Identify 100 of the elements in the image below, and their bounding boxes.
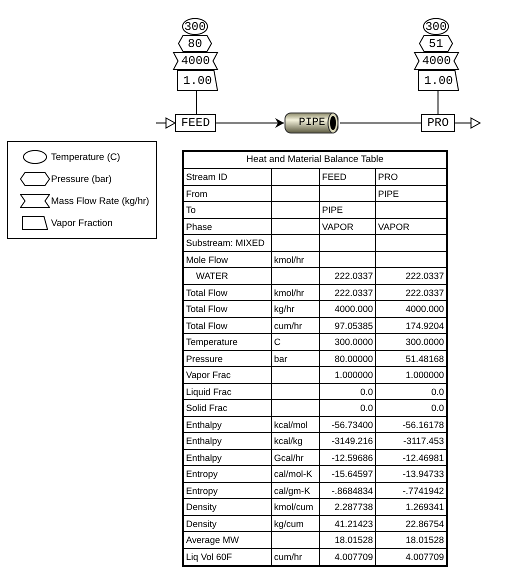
table-cell: Total Flow: [184, 301, 272, 318]
table-cell: Density: [184, 499, 272, 516]
table-cell: -56.16178: [376, 416, 446, 433]
table-cell: Mole Flow: [184, 252, 272, 268]
table-cell: -12.59686: [320, 450, 376, 466]
connector-line: [196, 90, 197, 114]
table-title: Heat and Material Balance Table: [184, 152, 446, 169]
table-cell: Vapor Frac: [184, 367, 272, 384]
table-cell: VAPOR: [320, 218, 376, 235]
stream-box: [175, 114, 216, 132]
table-cell: Solid Frac: [184, 400, 272, 416]
table-cell: Enthalpy: [184, 450, 272, 466]
node-label: 51: [428, 38, 444, 50]
node-label: 1.00: [183, 74, 212, 86]
table-cell: 222.0337: [376, 268, 446, 284]
connector-line: [340, 122, 422, 124]
table-cell: cum/hr: [272, 548, 320, 565]
table-cell: 2.287738: [320, 499, 376, 516]
node-label: 4000: [181, 55, 210, 67]
table-cell: Liq Vol 60F: [184, 548, 272, 565]
table-cell: Liquid Frac: [184, 384, 272, 400]
table-cell: -3117.453: [376, 433, 446, 450]
stream-tag: [418, 70, 459, 91]
legend-text: Mass Flow Rate (kg/hr): [51, 196, 150, 206]
legend-text: Vapor Fraction: [51, 218, 113, 228]
table-cell: FEED: [320, 169, 376, 186]
table-cell: kcal/kg: [272, 433, 320, 450]
legend-text: Pressure (bar): [51, 174, 112, 184]
stream-tag: [178, 35, 212, 52]
table-cell: 4000.000: [320, 301, 376, 318]
table-cell: 0.0: [320, 384, 376, 400]
table-cell: Substream: MIXED: [184, 235, 272, 252]
table-cell: Total Flow: [184, 284, 272, 301]
table-cell: Gcal/hr: [272, 450, 320, 466]
table-cell: 4000.000: [376, 301, 446, 318]
table-cell: 0.0: [376, 400, 446, 416]
table-cell: 222.0337: [376, 284, 446, 301]
table-cell: Stream ID: [184, 169, 272, 186]
table-cell: kg/hr: [272, 301, 320, 318]
table-cell: cal/gm-K: [272, 482, 320, 499]
table-cell: 18.01528: [376, 532, 446, 548]
table-cell: 1.000000: [376, 367, 446, 384]
table-cell: -15.64597: [320, 466, 376, 482]
table-cell: cum/hr: [272, 318, 320, 334]
arrow: [156, 118, 176, 128]
arrow: [454, 118, 480, 128]
table-cell: 22.86754: [376, 516, 446, 532]
node-label: 4000: [422, 55, 451, 67]
node-label: 80: [188, 38, 202, 50]
table-cell: To: [184, 202, 272, 218]
table-cell: kmol/hr: [272, 284, 320, 301]
stream-box: [421, 114, 455, 132]
table-cell: 97.05385: [320, 318, 376, 334]
stream-tag: [419, 35, 453, 52]
table-cell: bar: [272, 350, 320, 367]
table-cell: WATER: [184, 268, 272, 284]
table-cell: -12.46981: [376, 450, 446, 466]
table-cell: 0.0: [376, 384, 446, 400]
table-cell: PIPE: [376, 186, 446, 202]
table-cell: Enthalpy: [184, 433, 272, 450]
table-cell: C: [272, 334, 320, 350]
table-cell: Enthalpy: [184, 416, 272, 433]
table-cell-text: 4.007709: [404, 550, 445, 564]
table-cell: 1.269341: [376, 499, 446, 516]
table-cell: Pressure: [184, 350, 272, 367]
table-cell: kmol/hr: [272, 252, 320, 268]
table-cell: 222.0337: [320, 268, 376, 284]
table-cell: Temperature: [184, 334, 272, 350]
table-cell: Average MW: [184, 532, 272, 548]
table-cell: -56.73400: [320, 416, 376, 433]
table-cell: -3149.216: [320, 433, 376, 450]
table-cell: 300.0000: [376, 334, 446, 350]
stream-tag: [177, 70, 218, 91]
table-cell: 300.0000: [320, 334, 376, 350]
table-cell: kg/cum: [272, 516, 320, 532]
table-cell: Entropy: [184, 482, 272, 499]
table-cell: 51.48168: [376, 350, 446, 367]
stream-tag: [414, 52, 459, 70]
table-cell: Phase: [184, 218, 272, 235]
table-cell: kcal/mol: [272, 416, 320, 433]
table-cell: -13.94733: [376, 466, 446, 482]
table-cell: 18.01528: [320, 532, 376, 548]
stream-tag: [173, 52, 218, 70]
node-label: 300: [425, 20, 447, 32]
table-cell: PRO: [376, 169, 446, 186]
table-cell: Density: [184, 516, 272, 532]
node-label: FEED: [181, 117, 210, 129]
node-label: PRO: [427, 117, 449, 129]
node-label: 300: [184, 20, 206, 32]
table-cell: From: [184, 186, 272, 202]
table-cell: cal/mol-K: [272, 466, 320, 482]
table-cell: 222.0337: [320, 284, 376, 301]
table-cell: 1.000000: [320, 367, 376, 384]
table-cell: 80.00000: [320, 350, 376, 367]
table-cell: 41.21423: [320, 516, 376, 532]
table-cell: 0.0: [320, 400, 376, 416]
table-cell: Total Flow: [184, 318, 272, 334]
table-cell: -.8684834: [320, 482, 376, 499]
table-cell: Entropy: [184, 466, 272, 482]
node-label: 1.00: [424, 74, 453, 86]
